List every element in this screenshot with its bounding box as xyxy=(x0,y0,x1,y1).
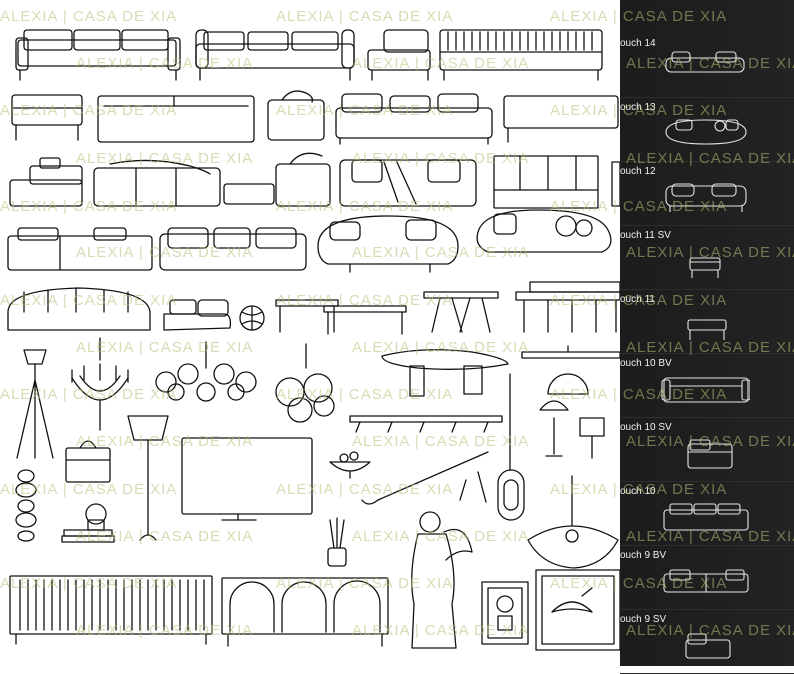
panel-item-couch-9-sv[interactable]: ouch 9 SV xyxy=(620,610,794,674)
sofa-block-9[interactable] xyxy=(7,227,153,271)
chaise-block-2[interactable] xyxy=(163,299,232,331)
coffee-table-block-1[interactable] xyxy=(381,349,509,397)
plant-books[interactable] xyxy=(61,503,115,543)
diffuser[interactable] xyxy=(327,517,347,567)
armchair-block-2[interactable] xyxy=(267,90,325,141)
sofa-block-2[interactable] xyxy=(195,29,355,81)
angel-statue[interactable] xyxy=(411,511,473,649)
chandelier-2[interactable] xyxy=(155,341,257,402)
stacked-vase[interactable] xyxy=(15,469,37,542)
ball-decor-icon[interactable] xyxy=(239,305,265,331)
table-lamp-1[interactable] xyxy=(539,400,605,459)
panel-item-label: ouch 10 xyxy=(620,486,656,497)
sofa-block-7[interactable] xyxy=(503,95,619,143)
tv-screen[interactable] xyxy=(181,437,313,521)
chaise-block-1[interactable] xyxy=(223,152,331,207)
panel-item-label: ouch 12 xyxy=(620,166,656,177)
panel-item-couch-9-bv[interactable]: ouch 9 BV xyxy=(620,546,794,610)
drawing-canvas[interactable] xyxy=(0,0,620,666)
arch-cabinet[interactable] xyxy=(221,577,389,647)
panel-item-couch-11[interactable]: ouch 11 xyxy=(620,290,794,354)
panel-item-couch-11-sv[interactable]: ouch 11 SV xyxy=(620,226,794,290)
sofa-block-6[interactable] xyxy=(335,93,493,145)
sectional-block-2[interactable] xyxy=(93,159,221,207)
sideboard-1[interactable] xyxy=(9,575,213,645)
nest-pendant[interactable] xyxy=(527,475,619,569)
panel-item-label: ouch 14 xyxy=(620,38,656,49)
floor-lamp-2[interactable] xyxy=(127,415,169,541)
sofa-block-8[interactable] xyxy=(339,159,477,207)
sofa-block-1[interactable] xyxy=(15,29,181,81)
curved-sofa-block-2[interactable] xyxy=(476,209,612,253)
chandelier-1[interactable] xyxy=(71,337,129,431)
arc-floor-lamp[interactable] xyxy=(361,451,489,505)
curved-sofa-block-1[interactable] xyxy=(317,215,459,273)
sofa-block-3[interactable] xyxy=(439,29,603,81)
sectional-block-1[interactable] xyxy=(9,157,83,207)
framed-art-1[interactable] xyxy=(481,581,529,645)
panel-item-label: ouch 10 BV xyxy=(620,358,672,369)
fruit-bowl[interactable] xyxy=(329,451,371,479)
panel-item-couch-14[interactable]: ouch 14 xyxy=(620,34,794,98)
panel-item-label: ouch 11 SV xyxy=(620,230,671,241)
bench-block-1[interactable] xyxy=(275,299,407,335)
panel-item-label: ouch 9 BV xyxy=(620,550,667,561)
panel-item-couch-12[interactable]: ouch 12 xyxy=(620,162,794,226)
panel-item-label: ouch 11 xyxy=(620,294,655,305)
hanging-egg-chair[interactable] xyxy=(497,373,525,521)
panel-item-label: ouch 9 SV xyxy=(620,614,667,625)
sofa-block-4[interactable] xyxy=(11,94,83,141)
armchair-block-1[interactable] xyxy=(367,29,431,81)
side-table-block-1[interactable] xyxy=(423,291,499,333)
sofa-block-11[interactable] xyxy=(7,287,151,331)
panel-item-couch-10[interactable]: ouch 10 xyxy=(620,482,794,546)
sofa-block-10[interactable] xyxy=(159,227,307,271)
dining-table-block-1[interactable] xyxy=(515,281,620,333)
panel-item-couch-13[interactable]: ouch 13 xyxy=(620,98,794,162)
arch-pendant-1[interactable] xyxy=(521,345,620,395)
pendant-lamp-1[interactable] xyxy=(275,343,335,423)
framed-art-2[interactable] xyxy=(535,569,620,651)
panel-item-couch-10-bv[interactable]: ouch 10 BV xyxy=(620,354,794,418)
floor-lamp-1[interactable] xyxy=(16,349,54,459)
track-light-1[interactable] xyxy=(349,415,503,433)
panel-item-label: ouch 13 xyxy=(620,102,656,113)
panel-item-couch-10-sv[interactable]: ouch 10 SV xyxy=(620,418,794,482)
bag-decor[interactable] xyxy=(65,440,111,483)
sofa-block-5[interactable] xyxy=(97,95,255,143)
block-library-panel[interactable]: ouch 14 ouch 13 ouch 12 ouch 11 SV ouch … xyxy=(620,0,794,674)
shelf-block-1[interactable] xyxy=(493,155,620,209)
panel-item-label: ouch 10 SV xyxy=(620,422,672,433)
